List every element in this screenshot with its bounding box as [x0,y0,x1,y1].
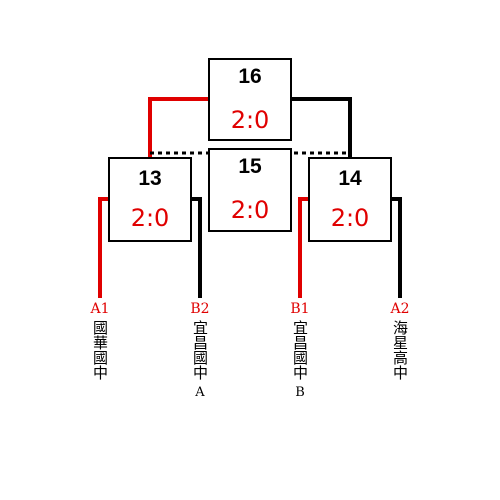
team-a1-name: 國華國中 [91,320,109,380]
match-14-box: 14 2:0 [308,157,392,242]
team-a1: A1 國華國中 [85,298,115,380]
match-14-number: 14 [338,167,362,190]
match-14-score: 2:0 [330,204,370,232]
match-16-score: 2:0 [230,106,270,134]
match-13-box: 13 2:0 [108,157,192,242]
line-a2-to-m14 [390,197,402,298]
team-b2-name: 宜昌國中 [191,320,209,380]
line-m14-to-m16 [291,97,352,158]
match-16-number: 16 [238,65,262,88]
line-m13-to-m16 [148,97,209,158]
team-a1-seed: A1 [90,301,110,317]
match-13-score: 2:0 [130,204,170,232]
match-15-score: 2:0 [230,196,270,224]
line-a1-to-m13 [98,197,110,298]
match-16-box: 16 2:0 [208,58,292,141]
match-15-number: 15 [238,155,262,178]
match-15-box: 15 2:0 [208,148,292,232]
line-b2-to-m13 [190,197,202,298]
line-b1-to-m14 [298,197,310,298]
team-b1-seed: B1 [290,301,310,317]
team-b1-suffix: B [295,385,305,400]
match-13-number: 13 [138,167,162,190]
team-b2: B2 宜昌國中 A [185,298,215,404]
team-b1-name: 宜昌國中 [291,320,309,380]
team-b2-suffix: A [195,385,205,400]
team-b1: B1 宜昌國中 B [285,298,315,404]
team-a2: A2 海星高中 [385,298,415,380]
team-a2-name: 海星高中 [391,320,409,380]
team-a2-seed: A2 [390,301,410,317]
team-b2-seed: B2 [190,301,210,317]
